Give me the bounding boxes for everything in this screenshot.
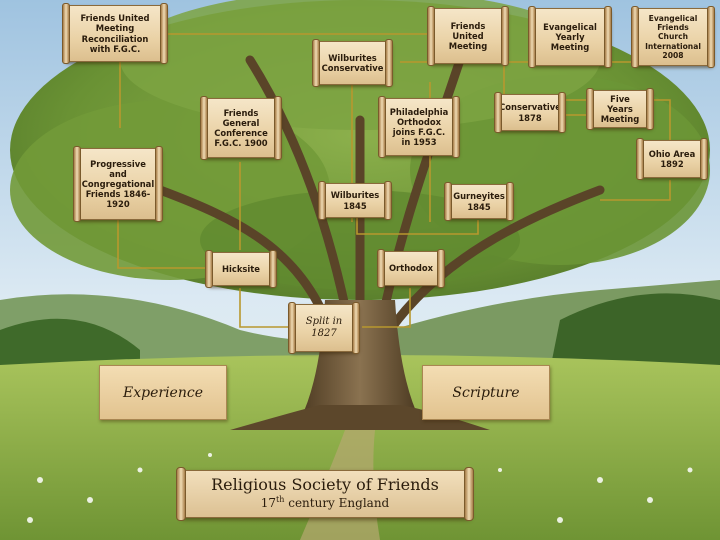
banner-century-suffix: th [276,495,285,504]
banner-subtitle: 17th century England [181,495,469,510]
node-ohio-area-1892: Ohio Area 1892 [636,138,708,180]
node-philadelphia-orthodox: Philadelphia Orthodox joins F.G.C. in 19… [378,96,460,158]
node-friends-united-meeting: Friends United Meeting [427,6,509,66]
banner-century-number: 17 [260,496,277,510]
node-evangelical-friends-church-international: Evangelical Friends Church International… [631,6,715,68]
node-split-1827: Split in 1827 [288,302,360,354]
banner-place: century England [284,496,390,510]
node-wilburites-1845: Wilburites 1845 [318,181,392,220]
node-evangelical-yearly-meeting: Evangelical Yearly Meeting [528,6,612,68]
node-reconciliation: Friends United Meeting Reconciliation wi… [62,3,168,64]
node-friends-general-conference: Friends General Conference F.G.C. 1900 [200,96,282,160]
banner-title: Religious Society of Friends [211,475,439,494]
node-wilburites-conservative: Wilburites Conservative [312,39,393,87]
node-progressive-congregational: Progressive and Congregational Friends 1… [73,146,163,222]
node-hicksite: Hicksite [205,250,277,288]
node-five-years-meeting: Five Years Meeting [586,88,654,130]
root-experience: Experience [99,365,227,420]
root-scripture: Scripture [422,365,550,420]
node-gurneyites-1845: Gurneyites 1845 [444,182,514,221]
node-orthodox: Orthodox [377,249,445,288]
title-banner: Religious Society of Friends 17th centur… [176,467,474,521]
node-conservative-1878: Conservative 1878 [494,92,566,133]
